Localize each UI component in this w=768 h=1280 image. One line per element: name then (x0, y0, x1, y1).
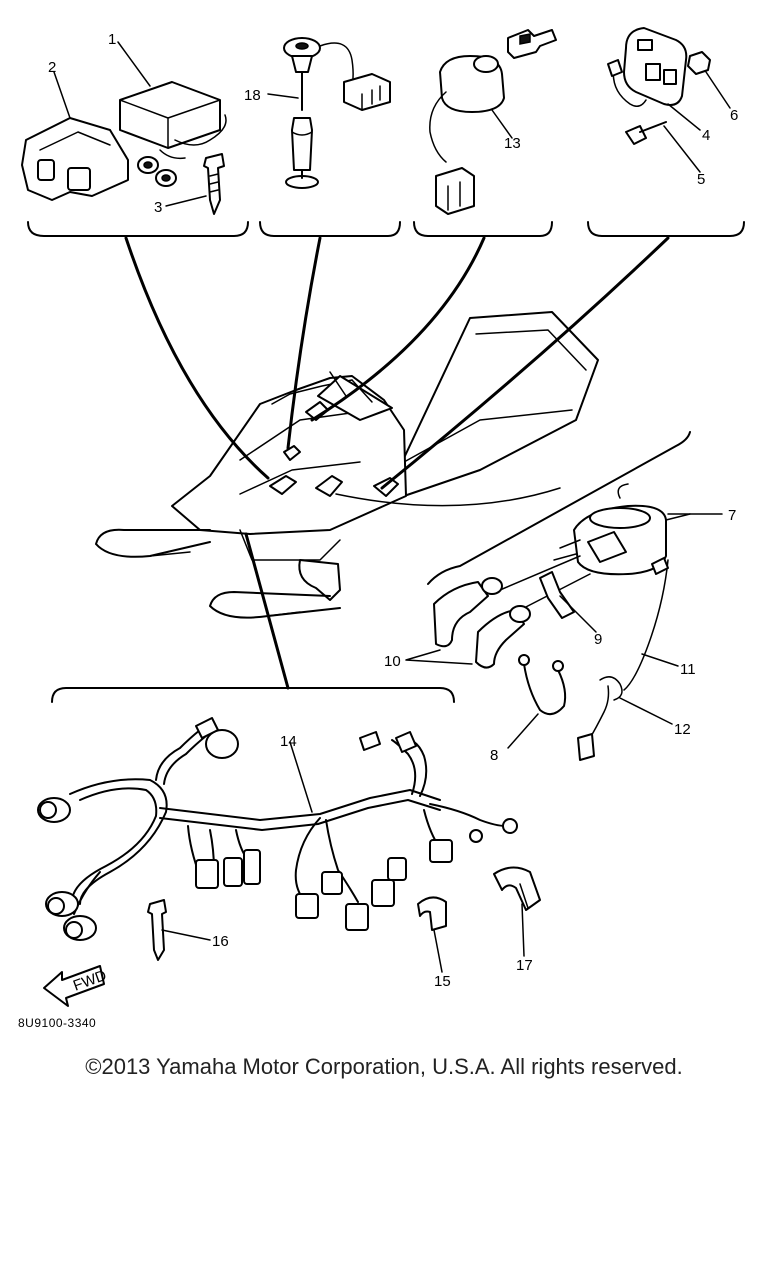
main-switch (429, 29, 557, 215)
cdi-unit (119, 81, 227, 187)
part-label-8: 8 (490, 747, 498, 764)
part-label-4: 4 (702, 127, 710, 144)
cdi-cover (21, 117, 129, 201)
cable-band (203, 153, 225, 215)
diagram-code: 8U9100-3340 (18, 1016, 97, 1030)
part-label-15: 15 (434, 973, 451, 990)
part-label-3: 3 (154, 199, 162, 216)
part-leaders (53, 41, 731, 973)
wire-harness (37, 717, 518, 941)
group-brackets (27, 221, 745, 237)
part-label-5: 5 (697, 171, 705, 188)
copyright-notice: ©2013 Yamaha Motor Corporation, U.S.A. A… (85, 1054, 683, 1079)
ignition-coil-group (427, 431, 691, 761)
part-label-10: 10 (384, 653, 401, 670)
clamp-17 (493, 866, 541, 911)
part-label-6: 6 (730, 107, 738, 124)
snowmobile (95, 311, 599, 619)
part-label-13: 13 (504, 135, 521, 152)
rectifier (607, 27, 711, 145)
part-label-1: 1 (108, 31, 116, 48)
part-label-18: 18 (244, 87, 261, 104)
choke-lever (283, 37, 391, 189)
part-label-16: 16 (212, 933, 229, 950)
part-label-7: 7 (728, 507, 736, 524)
part-labels: 1 2 3 18 13 4 5 6 7 9 10 11 12 8 14 16 1… (48, 31, 738, 990)
part-label-2: 2 (48, 59, 56, 76)
part-label-9: 9 (594, 631, 602, 648)
part-label-14: 14 (280, 733, 297, 750)
part-label-12: 12 (674, 721, 691, 738)
parts-diagram: FWD 1 2 3 18 13 4 5 6 7 9 10 11 12 (21, 27, 745, 1007)
fwd-arrow-icon: FWD (43, 965, 109, 1007)
band-16 (147, 899, 167, 961)
part-label-11: 11 (680, 661, 696, 678)
harness-bracket (51, 687, 455, 703)
leader-lines (124, 236, 670, 690)
svg-text:FWD: FWD (71, 967, 109, 995)
part-label-17: 17 (516, 957, 533, 974)
clamp-15 (417, 896, 447, 931)
